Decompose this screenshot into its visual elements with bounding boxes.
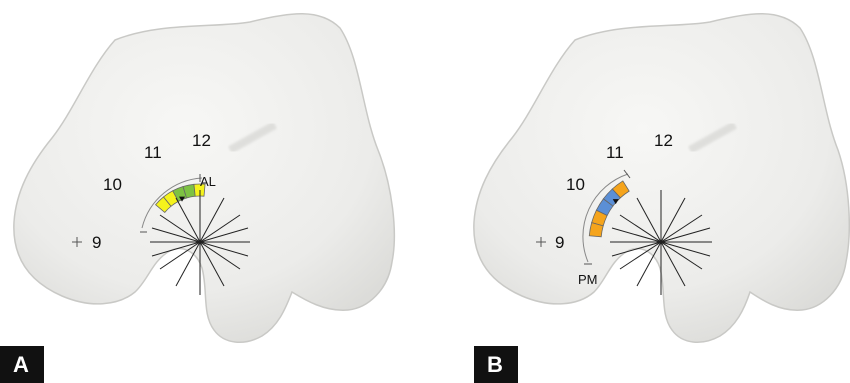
arc-label-al: AL [200,174,216,189]
clock-label-11-b: 11 [606,143,624,162]
clock-label-10-a: 10 [103,175,122,194]
femur-condyle-b [474,14,849,343]
clock-label-12-a: 12 [192,131,211,150]
panel-a: 9 10 11 12 AL A [0,14,394,383]
clock-label-11-a: 11 [144,143,162,162]
arc-label-pm: PM [578,272,598,287]
panel-letter-a: A [13,352,29,377]
clock-label-9-b: 9 [555,233,564,252]
clock-label-10-b: 10 [566,175,585,194]
panel-b: 9 10 11 12 PM B [474,14,849,383]
panel-badge-b: B [474,346,518,383]
panel-badge-a: A [0,346,44,383]
clock-label-9-a: 9 [92,233,101,252]
clock-label-12-b: 12 [654,131,673,150]
panel-letter-b: B [487,352,503,377]
